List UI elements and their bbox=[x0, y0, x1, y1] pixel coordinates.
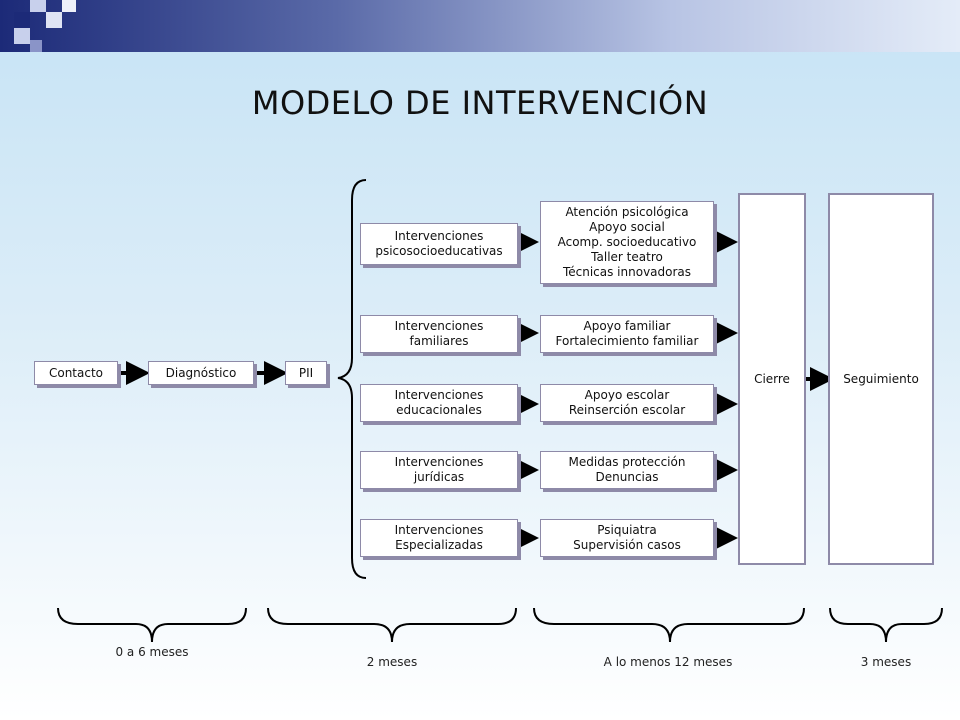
duration-label-2: 2 meses bbox=[366, 655, 418, 669]
duration-brace-3 bbox=[533, 607, 805, 643]
intervention-type-especializadas: Intervenciones Especializadas bbox=[360, 519, 518, 557]
actions-especializadas: Psiquiatra Supervisión casos bbox=[540, 519, 714, 557]
intervention-type-familiares: Intervenciones familiares bbox=[360, 315, 518, 353]
intervention-type-educacionales: Intervenciones educacionales bbox=[360, 384, 518, 422]
actions-psicosocioeducativas: Atención psicológica Apoyo social Acomp.… bbox=[540, 201, 714, 284]
pii-box: PII bbox=[285, 361, 327, 385]
page-title: MODELO DE INTERVENCIÓN bbox=[251, 84, 709, 122]
duration-label-4: 3 meses bbox=[860, 655, 912, 669]
duration-label-1: 0 a 6 meses bbox=[115, 645, 189, 659]
actions-familiares: Apoyo familiar Fortalecimiento familiar bbox=[540, 315, 714, 353]
intervention-type-juridicas: Intervenciones jurídicas bbox=[360, 451, 518, 489]
header-bar bbox=[0, 0, 960, 52]
logo-square-light bbox=[14, 28, 30, 44]
seguimiento-box: Seguimiento bbox=[828, 193, 934, 565]
duration-brace-1 bbox=[57, 607, 247, 643]
logo-square-light bbox=[46, 12, 62, 28]
logo-square-light bbox=[62, 0, 76, 12]
logo-square-light bbox=[30, 0, 46, 12]
logo-square-mid bbox=[30, 40, 42, 52]
actions-educacionales: Apoyo escolar Reinserción escolar bbox=[540, 384, 714, 422]
contacto-box: Contacto bbox=[34, 361, 118, 385]
cierre-box: Cierre bbox=[738, 193, 806, 565]
duration-label-3: A lo menos 12 meses bbox=[603, 655, 733, 669]
logo-square-dark bbox=[14, 12, 30, 28]
intervention-type-psicosocioeducativas: Intervenciones psicosocioeducativas bbox=[360, 223, 518, 265]
duration-brace-4 bbox=[829, 607, 943, 643]
pii-brace bbox=[337, 179, 367, 579]
actions-juridicas: Medidas protección Denuncias bbox=[540, 451, 714, 489]
diagnostico-box: Diagnóstico bbox=[148, 361, 254, 385]
duration-brace-2 bbox=[267, 607, 517, 643]
